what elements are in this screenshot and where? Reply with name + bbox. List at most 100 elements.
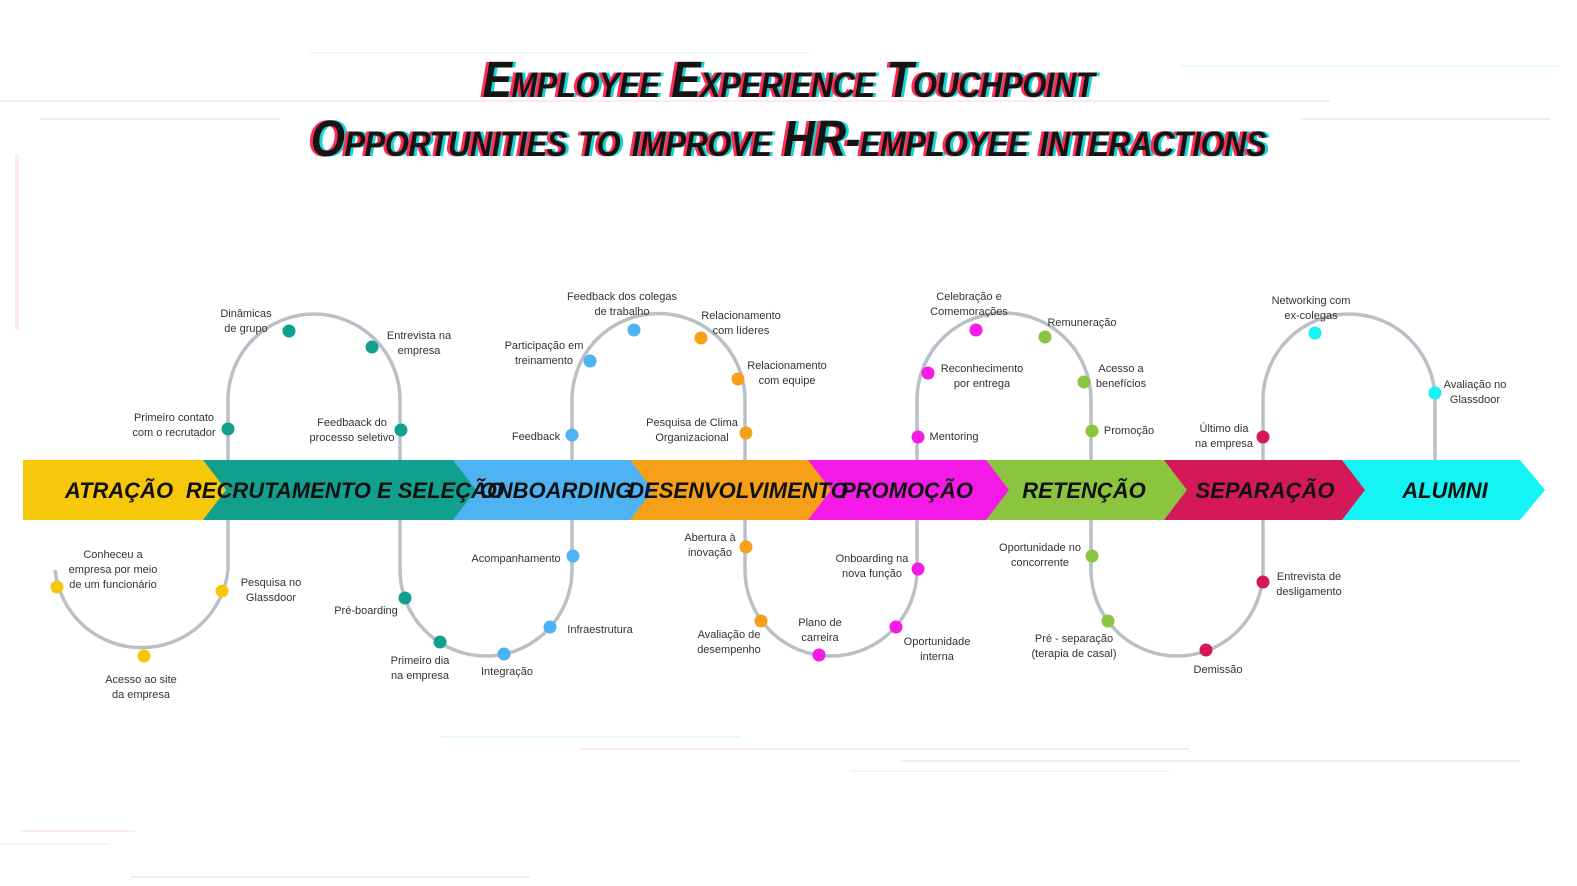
- glitch-line: [900, 760, 1520, 762]
- stage-arrow-promocao: [808, 460, 1011, 520]
- stage-label-promocao: PROMOÇÃO: [841, 478, 973, 503]
- glitch-line: [40, 118, 280, 120]
- stage-arrow-desenvolvimento: [630, 460, 833, 520]
- touchpoint-dot: [137, 649, 151, 663]
- touchpoint-dot: [731, 372, 745, 386]
- touchpoint-label: Integração: [481, 666, 533, 678]
- title-line-2: Opportunities to improve HR-employee int…: [310, 111, 1267, 168]
- touchpoint-dot: [911, 430, 925, 444]
- touchpoint-dot: [566, 549, 580, 563]
- touchpoint-label: Pré - separação(terapia de casal): [1032, 633, 1117, 660]
- touchpoint-dot: [739, 426, 753, 440]
- touchpoint-dot: [221, 422, 235, 436]
- touchpoint-dot: [1199, 643, 1213, 657]
- touchpoint-dot: [543, 620, 557, 634]
- touchpoint-dot: [1077, 375, 1091, 389]
- touchpoint-label: Acompanhamento: [471, 553, 560, 565]
- touchpoint-dot: [739, 540, 753, 554]
- touchpoint-dot: [1308, 326, 1322, 340]
- stage-arrow-retencao: [986, 460, 1189, 520]
- title-line-1: Employee Experience Touchpoint: [482, 52, 1095, 109]
- touchpoint-dot: [1256, 575, 1270, 589]
- touchpoint-dot: [921, 366, 935, 380]
- stage-label-recrutamento: RECRUTAMENTO E SELEÇÃO: [186, 478, 504, 503]
- touchpoint-label: Remuneração: [1047, 317, 1116, 329]
- glitch-line: [1300, 118, 1550, 120]
- glitch-line: [130, 876, 530, 878]
- glitch-line: [310, 52, 810, 54]
- touchpoint-label: Mentoring: [930, 431, 979, 443]
- touchpoint-dot: [694, 331, 708, 345]
- touchpoint-dot: [1038, 330, 1052, 344]
- touchpoint-dot: [394, 423, 408, 437]
- stage-label-separacao: SEPARAÇÃO: [1196, 478, 1335, 503]
- touchpoint-dot: [969, 323, 983, 337]
- touchpoint-dot: [497, 647, 511, 661]
- touchpoint-dot: [1085, 549, 1099, 563]
- touchpoint-dot: [50, 580, 64, 594]
- touchpoint-dot: [565, 428, 579, 442]
- stage-arrow-onboarding: [453, 460, 655, 520]
- touchpoint-label: Promoção: [1104, 425, 1154, 437]
- stage-arrow-atracao: [23, 460, 228, 520]
- stage-arrow-recrutamento: [203, 460, 478, 520]
- stage-label-desenvolvimento: DESENVOLVIMENTO: [628, 478, 848, 503]
- touchpoint-dot: [1085, 424, 1099, 438]
- glitch-line: [1180, 65, 1560, 67]
- glitch-line: [580, 748, 1190, 750]
- glitch-line: [850, 770, 1170, 772]
- touchpoint-dot: [812, 648, 826, 662]
- stage-label-alumni: ALUMNI: [1401, 478, 1488, 503]
- stage-label-atracao: ATRAÇÃO: [64, 478, 173, 503]
- stage-arrow-alumni: [1342, 460, 1545, 520]
- touchpoint-label: Infraestrutura: [567, 624, 633, 636]
- touchpoint-dot: [583, 354, 597, 368]
- glitch-line: [15, 155, 19, 330]
- touchpoint-dot: [911, 562, 925, 576]
- glitch-line: [0, 843, 110, 845]
- touchpoint-label: Feedback: [512, 431, 561, 443]
- touchpoint-dot: [889, 620, 903, 634]
- touchpoint-dot: [627, 323, 641, 337]
- touchpoint-dot: [754, 614, 768, 628]
- touchpoint-dot: [398, 591, 412, 605]
- glitch-line: [440, 736, 740, 738]
- glitch-line: [0, 100, 1330, 102]
- touchpoint-dot: [433, 635, 447, 649]
- touchpoint-dot: [1101, 614, 1115, 628]
- touchpoint-dot: [215, 584, 229, 598]
- journey-path: [53, 311, 1437, 658]
- stage-arrow-separacao: [1164, 460, 1367, 520]
- touchpoint-label: Demissão: [1194, 664, 1243, 676]
- touchpoint-dot: [1428, 386, 1442, 400]
- stage-label-retencao: RETENÇÃO: [1022, 478, 1145, 503]
- touchpoint-dot: [1256, 430, 1270, 444]
- touchpoint-label: Pré-boarding: [334, 605, 398, 617]
